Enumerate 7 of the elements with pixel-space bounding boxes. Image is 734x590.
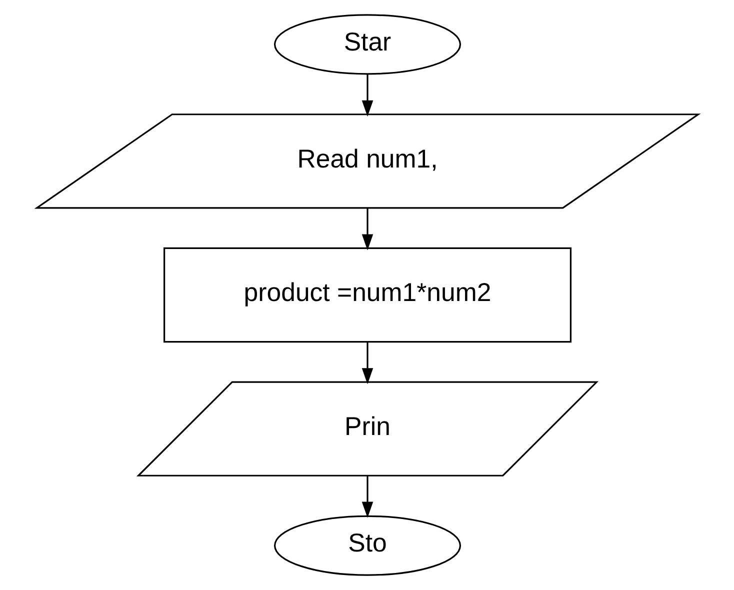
arrow xyxy=(361,476,373,518)
arrow xyxy=(361,208,373,250)
arrow xyxy=(361,342,373,384)
node-ellipse: Sto xyxy=(273,515,461,576)
arrow xyxy=(361,74,373,117)
node-ellipse: Star xyxy=(273,14,461,75)
node-box: product =num1*num2 xyxy=(163,247,572,343)
